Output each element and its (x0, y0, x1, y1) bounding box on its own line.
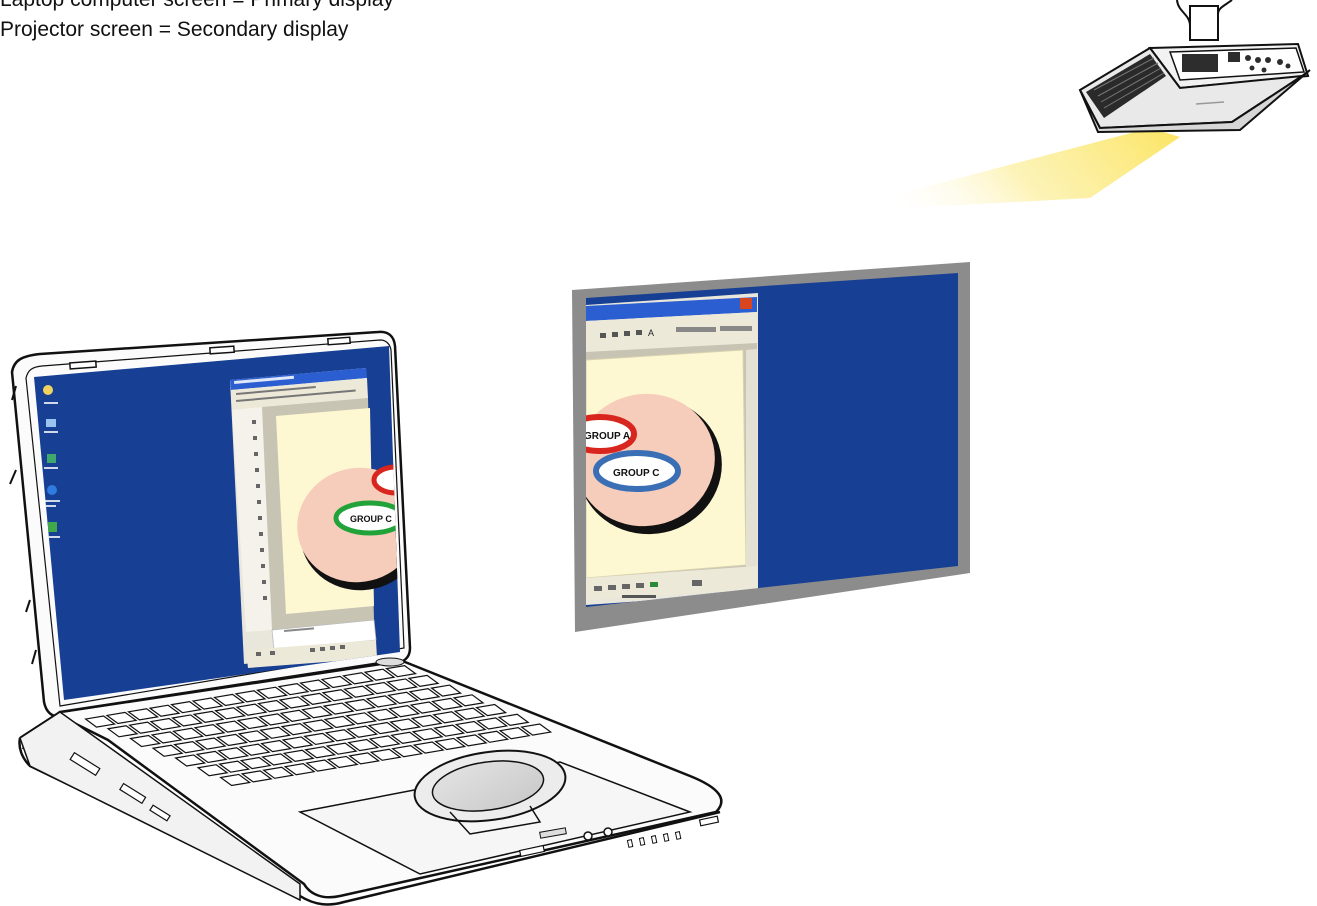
light-beam (830, 128, 1180, 212)
svg-text:A: A (648, 328, 654, 338)
projection-screen: A GROUP A GROUP C (560, 262, 970, 632)
projector (1080, 0, 1310, 132)
projected-group-a-label: GROUP A (584, 431, 630, 442)
projected-group-c-label: GROUP C (613, 468, 660, 479)
laptop-group-label: GROUP C (350, 514, 392, 524)
